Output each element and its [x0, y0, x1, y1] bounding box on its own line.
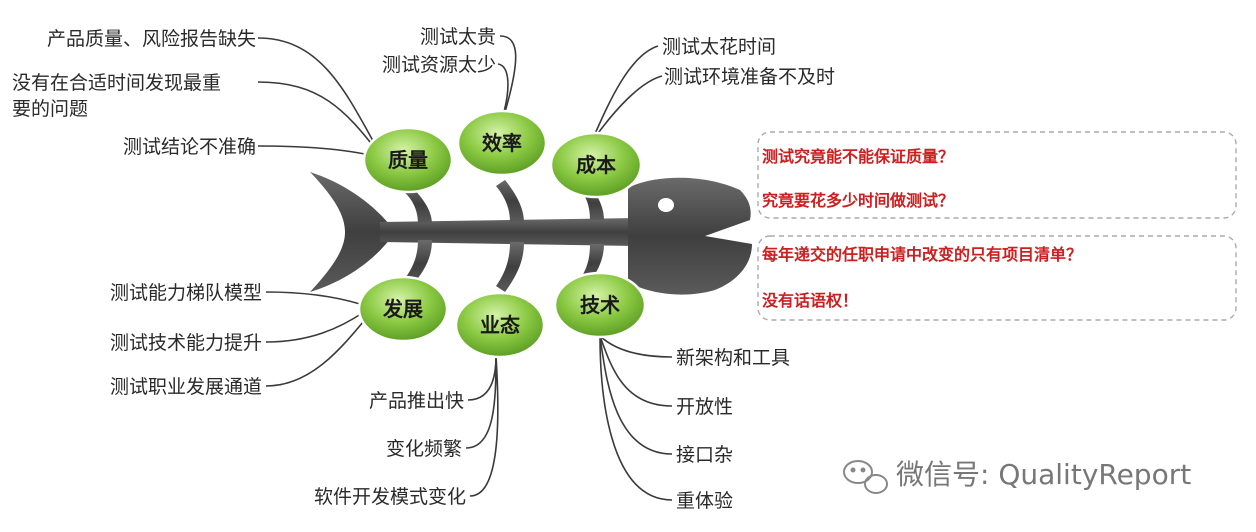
category-node-quality: 质量 — [362, 126, 454, 194]
watermark: 微信号: QualityReport — [843, 458, 1191, 494]
cause-label-cost: 测试太花时间 — [662, 36, 776, 58]
category-node-business: 业态 — [454, 291, 546, 359]
cause-label-efficiency: 测试资源太少 — [382, 54, 496, 76]
cause-label-development: 测试职业发展通道 — [110, 376, 262, 398]
svg-text:测试究竟能不能保证质量？: 测试究竟能不能保证质量？ — [762, 147, 954, 166]
svg-text:技术: 技术 — [580, 293, 620, 317]
svg-text:微信号: QualityReport: 微信号: QualityReport — [896, 458, 1191, 491]
svg-text:质量: 质量 — [388, 148, 428, 172]
question-box-1: 测试究竟能不能保证质量？ 究竟要花多少时间做测试？ — [757, 131, 1237, 219]
fish-eye-icon — [658, 198, 674, 212]
svg-text:没有话语权！: 没有话语权！ — [762, 291, 858, 310]
svg-text:成本: 成本 — [576, 153, 616, 177]
cause-label-development: 测试技术能力提升 — [110, 332, 262, 354]
svg-text:业态: 业态 — [480, 313, 520, 337]
svg-text:发展: 发展 — [382, 297, 423, 321]
cause-label-business: 产品推出快 — [369, 390, 464, 412]
category-node-efficiency: 效率 — [456, 109, 548, 177]
cause-label-cost: 测试环境准备不及时 — [664, 66, 835, 88]
fish-tail — [310, 172, 395, 292]
fish-ribs — [402, 180, 604, 292]
svg-text:效率: 效率 — [482, 131, 522, 155]
category-node-technology: 技术 — [553, 271, 647, 339]
cause-label-technology: 接口杂 — [676, 444, 733, 466]
fish-head — [628, 177, 752, 295]
cause-label-business: 软件开发模式变化 — [314, 486, 466, 508]
cause-label-quality: 测试结论不准确 — [123, 136, 256, 158]
cause-label-quality: 要的问题 — [12, 98, 88, 120]
fish-spine — [380, 218, 640, 246]
question-box-2: 每年递交的任职申请中改变的只有项目清单？ 没有话语权！ — [757, 235, 1237, 321]
cause-label-development: 测试能力梯队模型 — [110, 282, 262, 304]
cause-label-technology: 新架构和工具 — [676, 347, 790, 369]
cause-label-business: 变化频繁 — [386, 438, 462, 460]
svg-text:究竟要花多少时间做测试？: 究竟要花多少时间做测试？ — [762, 191, 954, 210]
category-node-development: 发展 — [357, 275, 449, 343]
branch-lines — [257, 35, 673, 501]
category-node-cost: 成本 — [549, 131, 643, 199]
cause-label-quality: 没有在合适时间发现最重 — [12, 72, 221, 94]
cause-label-quality: 产品质量、风险报告缺失 — [47, 28, 256, 50]
cause-label-technology: 开放性 — [676, 396, 733, 418]
cause-label-efficiency: 测试太贵 — [420, 26, 496, 48]
cause-label-technology: 重体验 — [676, 490, 733, 512]
svg-text:每年递交的任职申请中改变的只有项目清单？: 每年递交的任职申请中改变的只有项目清单？ — [762, 245, 1082, 264]
wechat-icon — [843, 460, 888, 494]
